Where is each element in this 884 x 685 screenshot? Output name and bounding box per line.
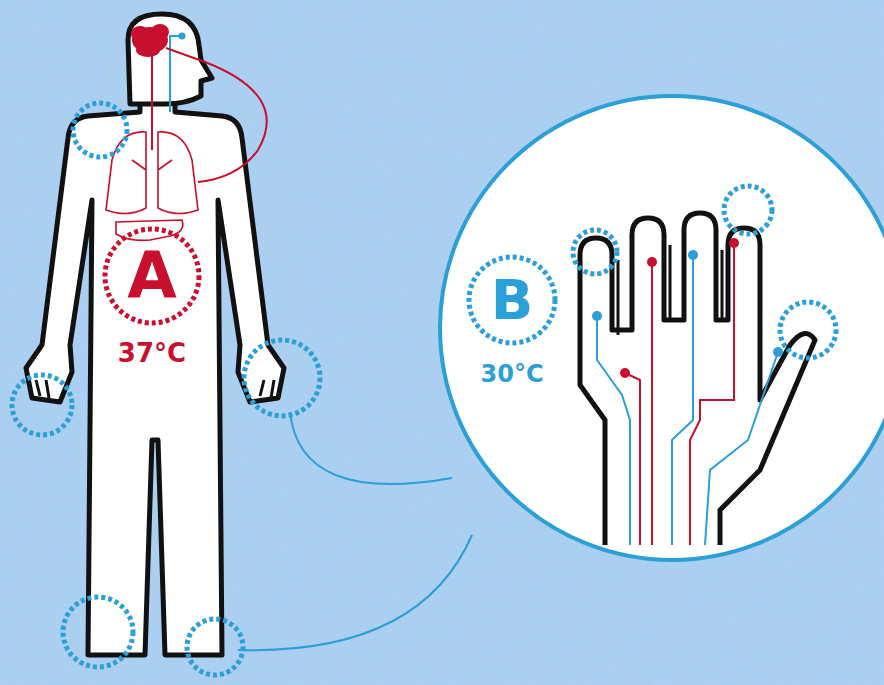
- temperature-label: 37°C: [118, 340, 186, 366]
- brain-lobe: [151, 24, 169, 40]
- nerve-line: [597, 316, 630, 545]
- lungs: [106, 132, 198, 214]
- sensory-nerve: [170, 36, 180, 112]
- sensor-dot: [179, 33, 186, 40]
- nerve-line: [705, 352, 778, 545]
- nerve-dot: [688, 250, 698, 260]
- hand-spots: [573, 186, 836, 358]
- nerve-endings: [592, 238, 783, 378]
- dashed-circle: [469, 257, 555, 343]
- temperature-zone: A37°C: [102, 226, 202, 326]
- brain-lobe: [131, 26, 149, 42]
- leader-line: [238, 535, 472, 650]
- zone-letter: A: [127, 244, 177, 308]
- nerve-line: [625, 373, 640, 545]
- temperature-zone: B30°C: [466, 254, 558, 346]
- nerve-dot: [620, 368, 630, 378]
- nerve-loop: [166, 48, 267, 182]
- spot-circle: [12, 375, 72, 435]
- nerve-line: [690, 243, 734, 545]
- spot-circle: [73, 103, 127, 157]
- nerve-dot: [773, 347, 783, 357]
- spot-circle: [573, 230, 617, 274]
- dashed-circle: [105, 229, 199, 323]
- nerve-line: [651, 262, 653, 545]
- spot-circle: [63, 597, 133, 667]
- magnifier-circle: [440, 96, 884, 560]
- temperature-label: 30°C: [480, 362, 543, 386]
- leader-line: [290, 412, 452, 484]
- nerve-dot: [592, 311, 602, 321]
- skin-spots: [12, 103, 320, 675]
- spot-circle: [724, 186, 772, 234]
- spot-circle: [780, 302, 836, 358]
- finger-gap: [618, 245, 722, 335]
- brain: [131, 24, 169, 57]
- spot-circle: [187, 619, 243, 675]
- brain-lobe: [136, 43, 160, 57]
- nerve-dot: [729, 238, 739, 248]
- zone-letter: B: [491, 272, 534, 328]
- hand-nerves: [597, 243, 778, 545]
- spinal-nerve: [151, 52, 153, 150]
- spot-circle: [244, 340, 320, 416]
- nerve-dot: [647, 257, 657, 267]
